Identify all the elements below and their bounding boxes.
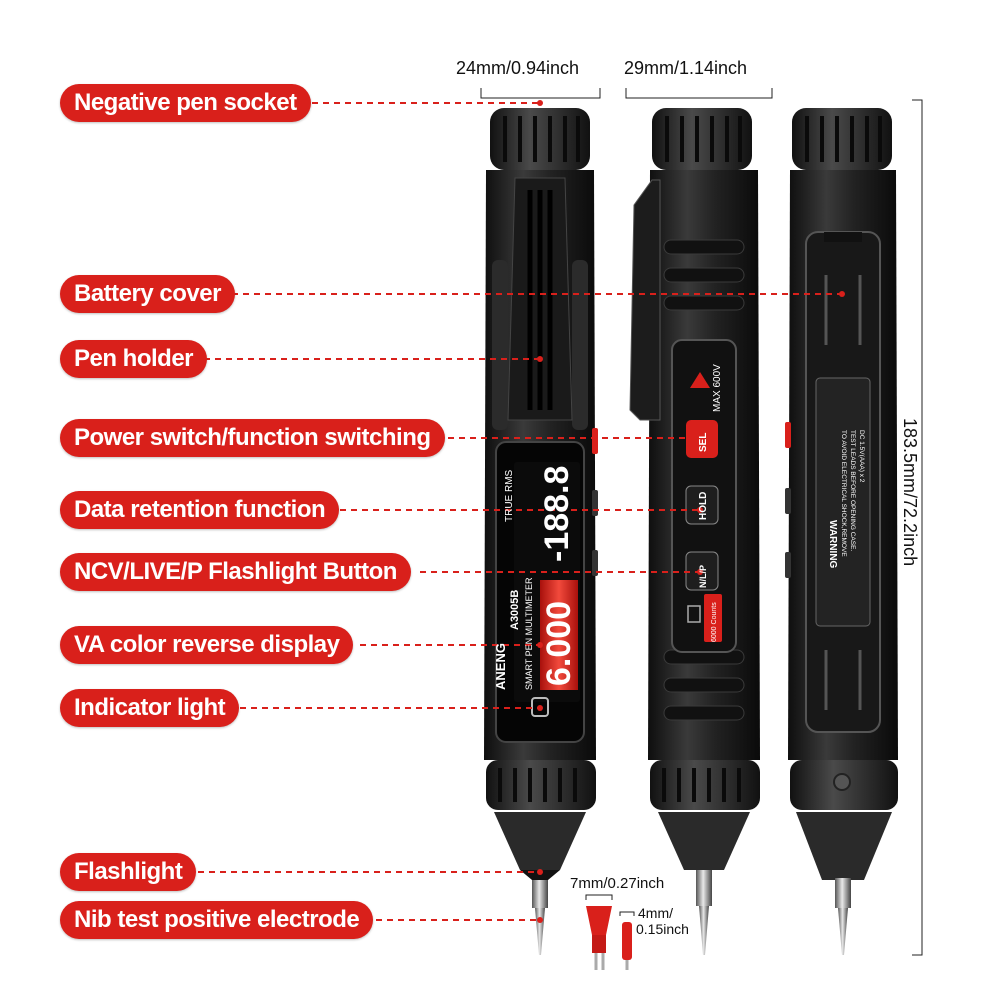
label-pen-holder: Pen holder — [60, 340, 208, 378]
side-width-dimension: 29mm/1.14inch — [624, 58, 748, 78]
label-indicator-light: Indicator light — [60, 689, 240, 727]
probe-tips — [585, 894, 635, 970]
front-width-dimension: 24mm/0.94inch — [456, 58, 580, 78]
label-va-display: VA color reverse display — [60, 626, 354, 664]
reading-top: -188.8 — [538, 466, 576, 562]
battery-spec: DC 1.5V(AAA) x 2 — [858, 430, 865, 483]
brand-label: ANENG — [493, 643, 508, 690]
nlp-button-label: N/L/P — [698, 565, 708, 588]
counts-label: 6000 Counts — [711, 602, 718, 642]
leader-dots — [537, 100, 845, 923]
device-text: ANENG A3005B SMART PEN MULTIMETER TRUE R… — [493, 364, 865, 690]
label-battery-cover: Battery cover — [60, 275, 235, 313]
sel-button-label: SEL — [698, 433, 709, 452]
tip-large-dimension: 7mm/0.27inch — [570, 875, 665, 892]
length-dimension: 183.5mm/72.2inch — [900, 418, 920, 567]
pen-side — [629, 108, 760, 955]
warning-title: WARNING — [827, 520, 838, 569]
device-subtitle: SMART PEN MULTIMETER — [524, 577, 534, 690]
leader-lines — [198, 102, 842, 921]
warning-line2: TEST LEADS BEFORE OPENING CASE. — [849, 430, 856, 551]
label-negative-pen-socket: Negative pen socket — [60, 84, 311, 122]
pen-back — [785, 108, 898, 955]
reading-bottom: 6.000 — [540, 601, 578, 686]
label-ncv-button: NCV/LIVE/P Flashlight Button — [60, 553, 411, 591]
dimension-lines — [480, 88, 923, 956]
tip-small-dimension-line1: 4mm/ — [638, 905, 673, 921]
true-rms-label: TRUE RMS — [504, 469, 515, 522]
warning-line1: TO AVOID ELECTRICAL SHOCK,REMOVE — [840, 430, 847, 557]
tip-small-dimension-line2: 0.15inch — [636, 921, 689, 937]
label-data-retention: Data retention function — [60, 491, 340, 529]
label-flashlight: Flashlight — [60, 853, 197, 891]
label-power-switch: Power switch/function switching — [60, 419, 445, 457]
model-label: A3005B — [509, 590, 521, 630]
label-nib-electrode: Nib test positive electrode — [60, 901, 374, 939]
max-voltage-label: MAX 600V — [712, 364, 723, 412]
hold-button-label: HOLD — [698, 492, 709, 520]
pen-front — [484, 108, 598, 955]
